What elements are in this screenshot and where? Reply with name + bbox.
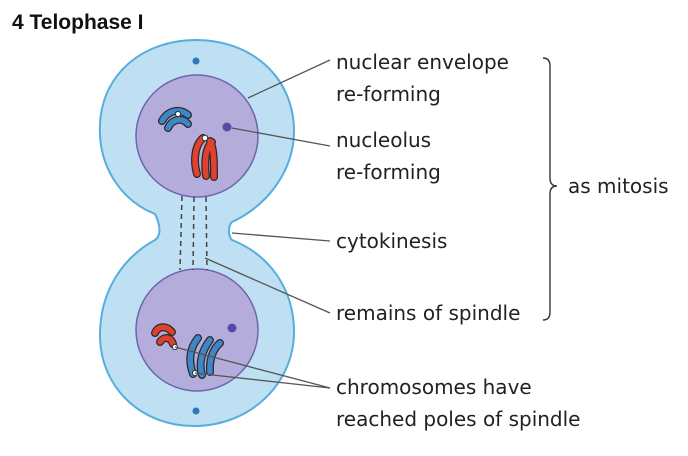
as-mitosis-brace <box>542 57 558 321</box>
leader-nucleolus <box>231 127 331 147</box>
chromosome-blue-upper <box>158 106 192 132</box>
label-spindle-remains: remains of spindle <box>336 301 520 325</box>
nucleolus-upper <box>222 122 232 132</box>
nucleolus-lower <box>227 323 237 333</box>
chromosome-red-lower <box>151 323 179 351</box>
label-nucleolus-line2: re-forming <box>336 160 441 184</box>
label-chromosomes-line2: reached poles of spindle <box>336 407 580 431</box>
leader-chromosome-1 <box>174 346 331 389</box>
chromosome-blue-lower <box>186 334 224 379</box>
label-as-mitosis: as mitosis <box>568 174 669 198</box>
label-nucleolus-line1: nucleolus <box>336 128 431 152</box>
leader-spindle <box>204 257 331 314</box>
centriole-lower <box>192 407 200 415</box>
leader-cytokinesis <box>231 232 331 242</box>
diagram-title: 4 Telophase I <box>12 11 144 34</box>
leader-chromosome-2 <box>194 372 331 389</box>
label-chromosomes-line1: chromosomes have <box>336 375 532 399</box>
label-cytokinesis: cytokinesis <box>336 229 447 253</box>
upper-nucleus <box>135 74 259 198</box>
label-nuclear-envelope-line2: re-forming <box>336 82 441 106</box>
leader-lines <box>174 59 331 389</box>
label-nuclear-envelope-line1: nuclear envelope <box>336 50 509 74</box>
chromosome-red-upper <box>191 134 218 181</box>
spindle-remains <box>179 195 208 271</box>
leader-nuclear-envelope <box>247 59 331 99</box>
centriole-upper <box>192 57 200 65</box>
